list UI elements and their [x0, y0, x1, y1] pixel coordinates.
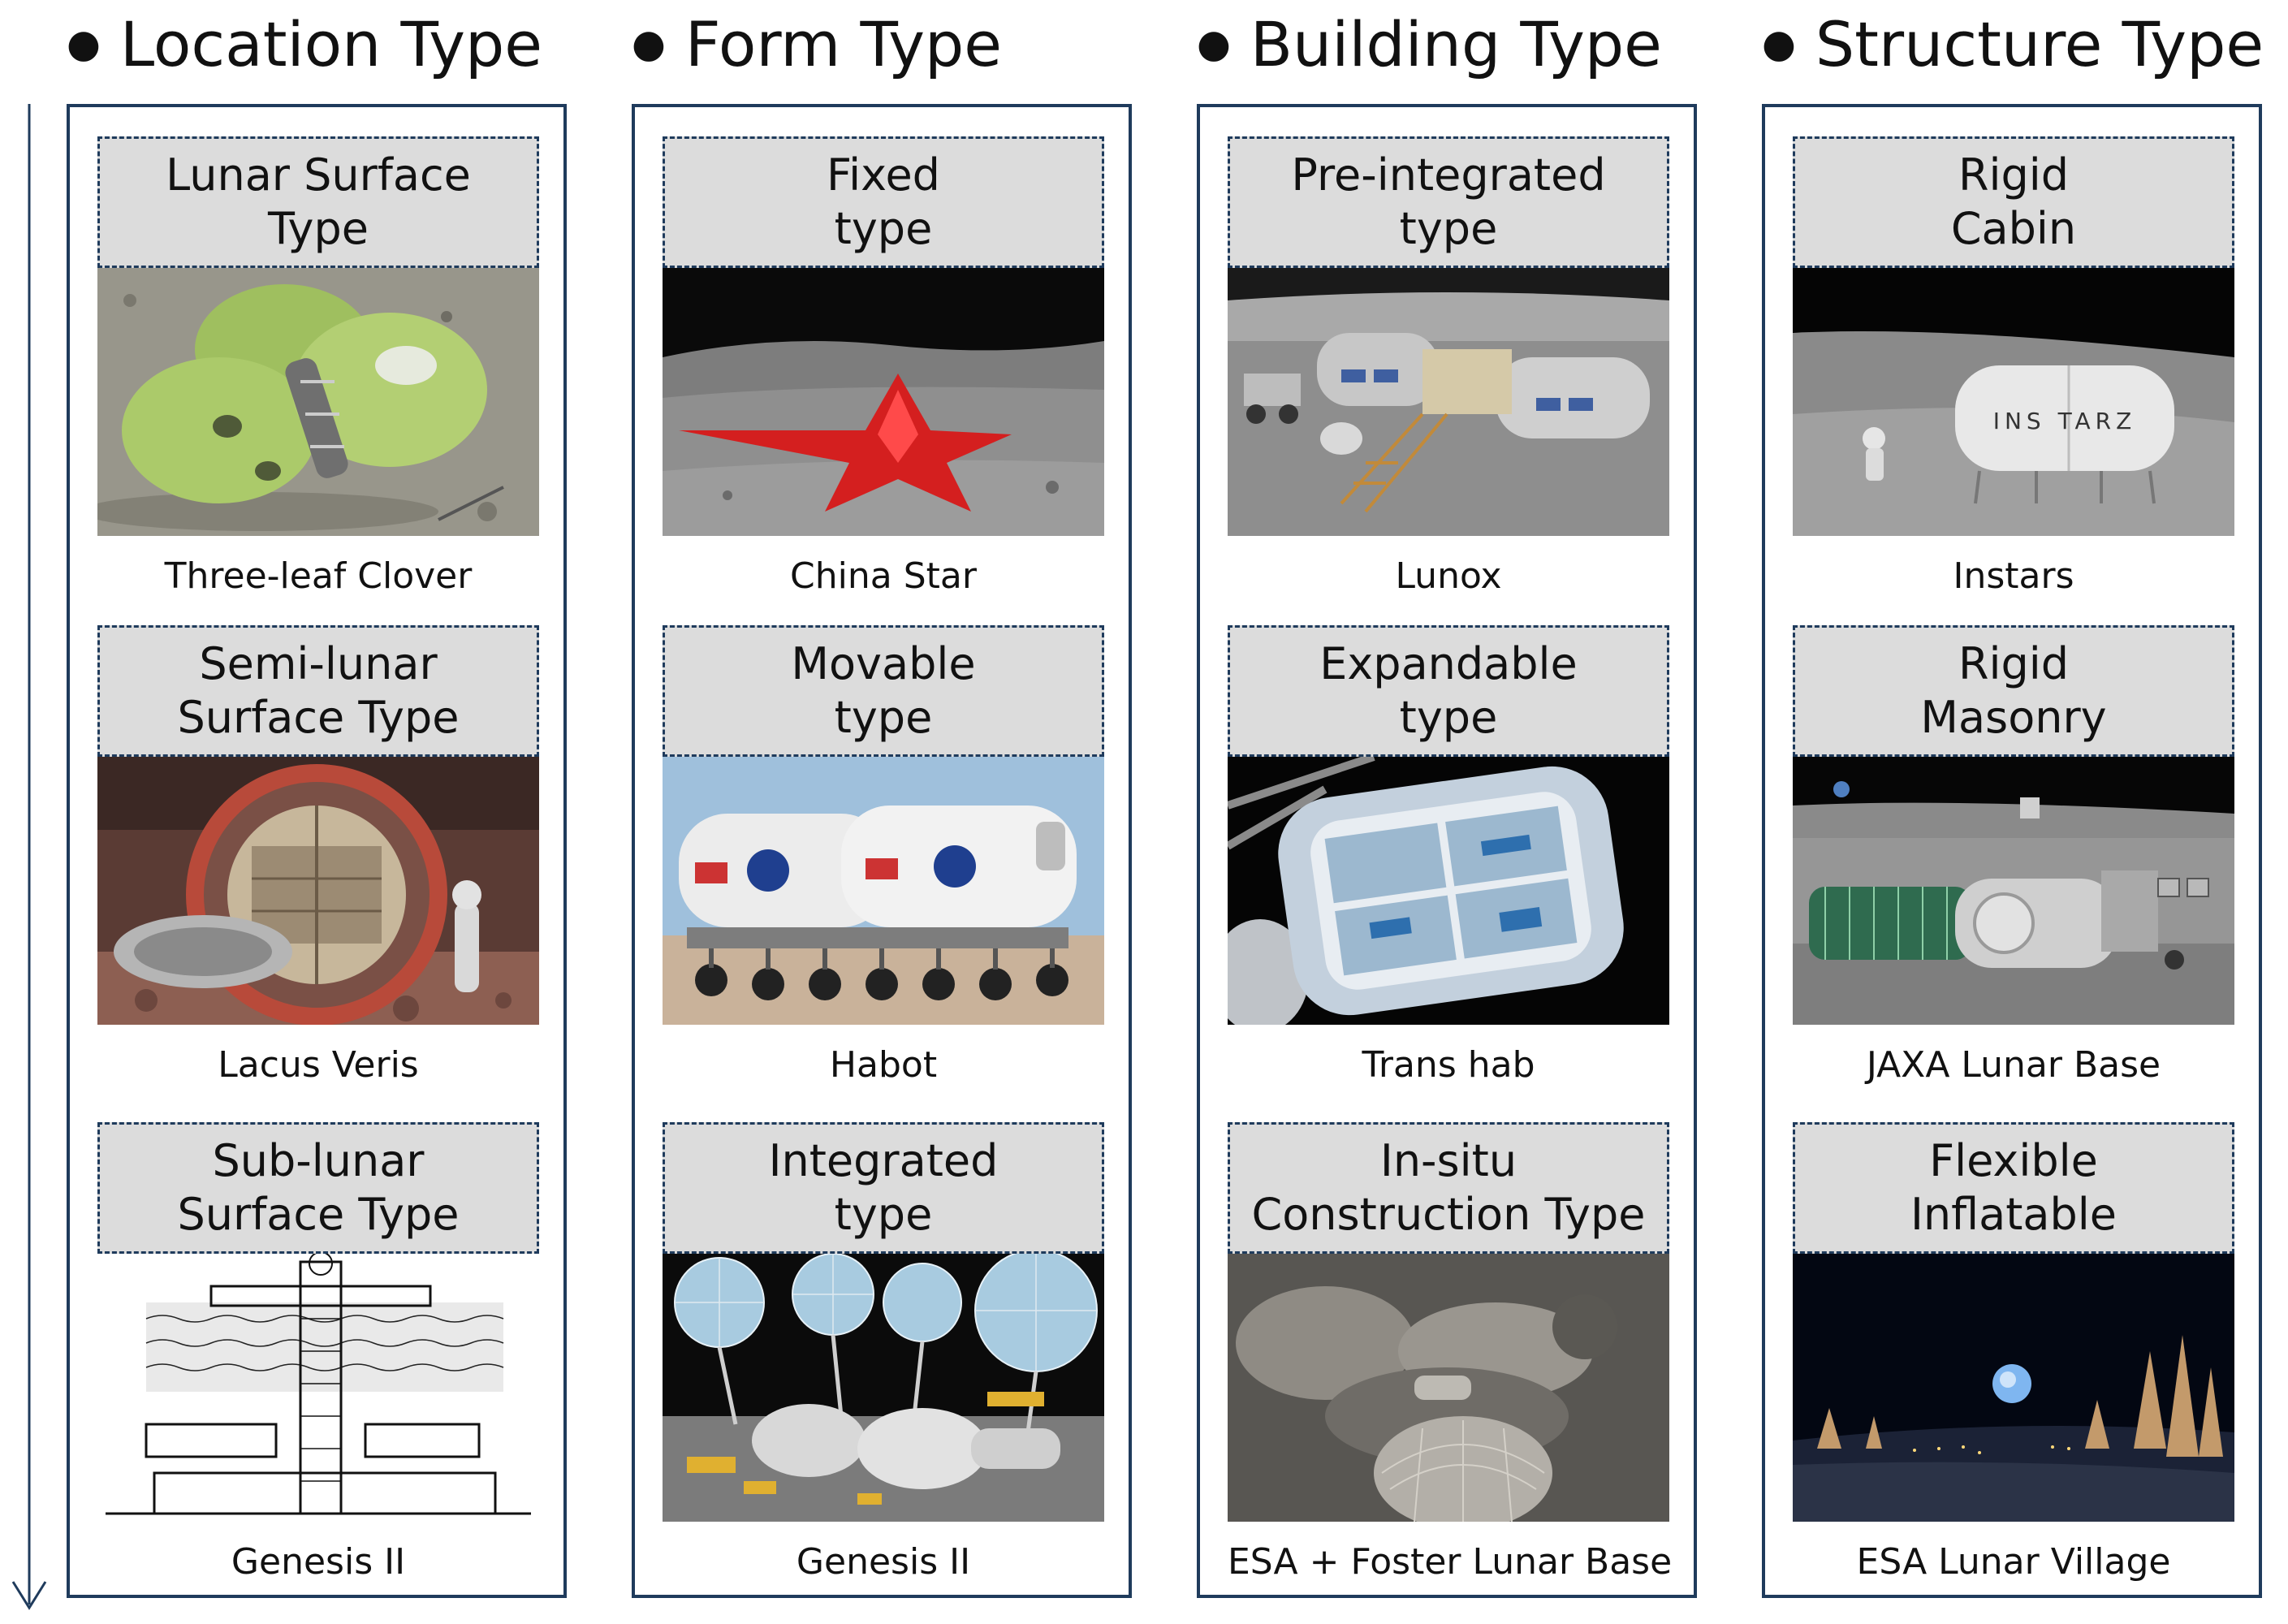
- svg-text:INS TARZ: INS TARZ: [1993, 408, 2137, 434]
- column-heading: ● Location Type: [67, 3, 542, 84]
- column-heading-text: Form Type: [684, 7, 1003, 80]
- example-caption: Genesis II: [231, 1541, 406, 1583]
- habitat-image-esa-foster-lunar-base: [1228, 1254, 1669, 1522]
- example-caption: Genesis II: [796, 1541, 971, 1583]
- example-caption: JAXA Lunar Base: [1866, 1044, 2161, 1086]
- category-label: Flexible Inflatable: [1793, 1122, 2234, 1254]
- habitat-image-esa-lunar-village: [1793, 1254, 2234, 1522]
- category-label: Rigid Cabin: [1793, 136, 2234, 268]
- column-heading-text: Building Type: [1250, 7, 1662, 80]
- category-label: Integrated type: [663, 1122, 1104, 1254]
- bullet-icon: ●: [67, 21, 101, 67]
- column-frame: Rigid Cabin INS TARZ Instar: [1762, 104, 2262, 1598]
- example-caption: ESA + Foster Lunar Base: [1228, 1541, 1673, 1583]
- bullet-icon: ●: [1197, 21, 1231, 67]
- category-label: Pre-integrated type: [1228, 136, 1669, 268]
- column-form-type: ● Form Type Fixed type China Star Movabl…: [632, 0, 1151, 1624]
- habitat-image-instars: INS TARZ: [1793, 268, 2234, 536]
- example-caption: Three-leaf Clover: [164, 555, 473, 597]
- habitat-image-habot: [663, 757, 1104, 1025]
- category-label: Movable type: [663, 625, 1104, 757]
- column-location-type: ● Location Type Lunar Surface Type: [67, 0, 586, 1624]
- column-frame: Fixed type China Star Movable type: [632, 104, 1132, 1598]
- column-heading-text: Structure Type: [1815, 7, 2264, 80]
- example-caption: Instars: [1953, 555, 2074, 597]
- category-label: Expandable type: [1228, 625, 1669, 757]
- category-label: Sub-lunar Surface Type: [97, 1122, 539, 1254]
- column-heading: ● Structure Type: [1762, 3, 2264, 84]
- column-building-type: ● Building Type Pre-integrated type: [1197, 0, 1716, 1624]
- example-caption: ESA Lunar Village: [1856, 1541, 2171, 1583]
- column-structure-type: ● Structure Type Rigid Cabin INS TARZ: [1762, 0, 2282, 1624]
- bullet-icon: ●: [1762, 21, 1796, 67]
- category-label: Fixed type: [663, 136, 1104, 268]
- example-caption: China Star: [790, 555, 977, 597]
- habitat-image-china-star: [663, 268, 1104, 536]
- example-caption: Habot: [829, 1044, 938, 1086]
- example-caption: Trans hab: [1362, 1044, 1535, 1086]
- habitat-image-trans-hab: [1228, 757, 1669, 1025]
- example-caption: Lacus Veris: [218, 1044, 419, 1086]
- column-heading: ● Building Type: [1197, 3, 1662, 84]
- category-label: Rigid Masonry: [1793, 625, 2234, 757]
- bullet-icon: ●: [632, 21, 666, 67]
- habitat-image-three-leaf-clover: [97, 268, 539, 536]
- habitat-image-lacus-veris: [97, 757, 539, 1025]
- category-label: In-situ Construction Type: [1228, 1122, 1669, 1254]
- habitat-image-jaxa-lunar-base: [1793, 757, 2234, 1025]
- habitat-image-genesis-ii-integrated: [663, 1254, 1104, 1522]
- category-label: Semi-lunar Surface Type: [97, 625, 539, 757]
- category-label: Lunar Surface Type: [97, 136, 539, 268]
- column-frame: Lunar Surface Type: [67, 104, 567, 1598]
- column-heading: ● Form Type: [632, 3, 1002, 84]
- column-frame: Pre-integrated type: [1197, 104, 1697, 1598]
- column-heading-text: Location Type: [119, 7, 543, 80]
- habitat-image-lunox: [1228, 268, 1669, 536]
- down-arrow-icon: [11, 104, 47, 1610]
- habitat-image-genesis-ii-section: [97, 1254, 539, 1522]
- example-caption: Lunox: [1395, 555, 1502, 597]
